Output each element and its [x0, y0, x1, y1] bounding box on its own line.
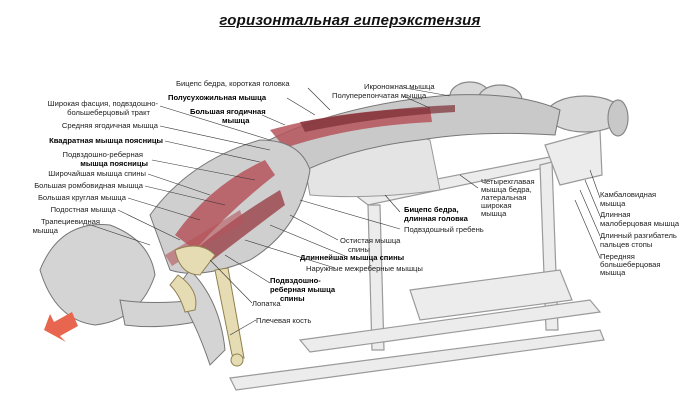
label-extensor-digitorum-1: Длинный разгибатель — [600, 231, 677, 240]
label-iliocostalis-lumborum-2: мышца поясницы — [80, 159, 148, 168]
label-iliac-crest: Подвздошный гребень — [404, 225, 484, 234]
label-external-intercostals: Наружные межреберные мышцы — [306, 264, 423, 273]
skeleton-bones — [169, 245, 245, 367]
label-trapezius-2: мышца — [32, 226, 58, 235]
leader-lines — [87, 87, 601, 336]
label-extensor-digitorum-2: пальцев стопы — [600, 240, 653, 249]
label-biceps-femoris-long-1: Бицепс бедра, — [404, 205, 459, 214]
label-gluteus-maximus-2: мышца — [222, 116, 250, 125]
label-biceps-femoris-short: Бицепс бедра, короткая головка — [176, 79, 290, 88]
label-gastrocnemius: Икроножная мышца — [364, 82, 435, 91]
label-gluteus-maximus-1: Большая ягодичная — [190, 107, 266, 116]
label-vastus-lateralis-5: мышца — [481, 209, 507, 218]
label-trapezius-1: Трапециевидная — [40, 217, 100, 226]
label-vastus-lateralis-3: латеральная — [481, 193, 527, 202]
label-humerus: Плечевая кость — [256, 316, 312, 325]
label-spinalis-2: спины — [348, 245, 370, 254]
label-iliocostalis-2: реберная мышца — [270, 285, 336, 294]
torso — [149, 139, 311, 274]
label-longissimus: Длиннейшая мышца спины — [300, 253, 405, 262]
label-tibialis-anterior-3: мышца — [600, 268, 626, 277]
label-peroneus-longus-2: малоберцовая мышца — [600, 219, 680, 228]
label-soleus-2: мышца — [600, 199, 626, 208]
label-teres-major: Большая круглая мышца — [37, 193, 126, 202]
label-rhomboid-major: Большая ромбовидная мышца — [34, 181, 143, 190]
label-soleus-1: Камбаловидная — [600, 190, 657, 199]
label-tibialis-anterior-1: Передняя — [600, 252, 635, 261]
label-vastus-lateralis-4: широкая — [481, 201, 512, 210]
label-tibialis-anterior-2: большеберцовая — [600, 260, 661, 269]
label-vastus-lateralis-2: мышца бедра, — [481, 185, 532, 194]
label-fascia-lata-2: большеберцовый тракт — [67, 108, 150, 117]
label-infraspinatus: Подостная мышца — [50, 205, 116, 214]
label-vastus-lateralis-1: Четырехглавая — [481, 177, 535, 186]
label-semitendinosus: Полусухожильная мышца — [168, 93, 267, 102]
label-scapula: Лопатка — [252, 299, 281, 308]
label-iliocostalis-1: Подвздошно- — [270, 276, 321, 285]
label-iliocostalis-3: спины — [280, 294, 305, 303]
legs — [249, 94, 561, 191]
label-fascia-lata-1: Широкая фасция, подвздошно- — [47, 99, 158, 108]
label-latissimus-dorsi: Широчайшая мышца спины — [48, 169, 146, 178]
bench-frame — [229, 129, 605, 391]
label-semimembranosus: Полуперепончатая мышца — [332, 91, 427, 100]
label-iliocostalis-lumborum-1: Подвздошно-реберная — [62, 150, 143, 159]
page-title: горизонтальная гиперэкстензия — [219, 12, 481, 29]
arrow-icon — [44, 312, 78, 342]
label-spinalis-1: Остистая мышца — [340, 236, 401, 245]
label-quadratus-lumborum: Квадратная мышца поясницы — [49, 136, 163, 145]
label-biceps-femoris-long-2: длинная головка — [404, 214, 468, 223]
label-gluteus-medius: Средняя ягодичная мышца — [61, 121, 158, 130]
label-peroneus-longus-1: Длинная — [600, 210, 631, 219]
